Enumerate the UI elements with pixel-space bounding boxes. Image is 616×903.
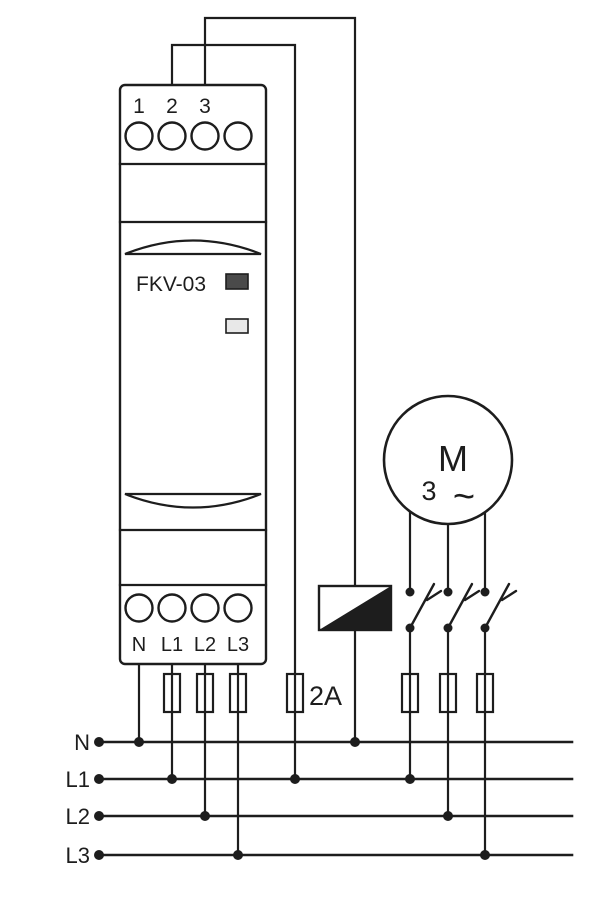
terminal-label-l2: L2 [194, 634, 216, 656]
contactor-contacts [405, 582, 518, 633]
bus-lines [97, 740, 574, 857]
terminal-label-1: 1 [133, 95, 145, 118]
terminal-label-2: 2 [166, 95, 178, 118]
fuse-module-l2 [195, 672, 215, 714]
fuse-2a-label: 2A [309, 681, 342, 711]
junction-dot [405, 774, 415, 784]
module-face-curve-top [124, 239, 262, 256]
contact-blade [408, 582, 436, 630]
supply-wires [137, 662, 240, 857]
junction-dot [94, 811, 104, 821]
junction-dot [94, 737, 104, 747]
contact-point [480, 587, 490, 597]
status-led-lower [225, 318, 249, 334]
status-led-upper [225, 273, 249, 290]
fuse-motor-l2 [438, 672, 458, 714]
motor-ac-symbol: ~ [453, 476, 475, 518]
contact-l2 [443, 582, 481, 633]
module-body [118, 83, 268, 666]
motor-circle [382, 394, 514, 526]
contact-linkage-tick [500, 589, 518, 602]
contact-linkage-tick [463, 589, 481, 602]
terminal-circle-3 [190, 121, 220, 151]
contact-blade [446, 582, 474, 630]
contact-point [443, 623, 453, 633]
fuse-motor-l3 [475, 672, 495, 714]
terminal-label-l1: L1 [161, 634, 183, 656]
device-model-label: FKV-03 [136, 273, 206, 296]
motor-letter: M [438, 438, 468, 479]
terminal-label-l3: L3 [227, 634, 249, 656]
terminal-circle-l3 [223, 593, 253, 623]
junction-dot [94, 774, 104, 784]
fuse-control-2a [285, 672, 305, 714]
junction-dot [134, 737, 144, 747]
junction-dot [167, 774, 177, 784]
contact-linkage-tick [425, 589, 443, 602]
terminal-circle-n [124, 593, 154, 623]
contact-blade [483, 582, 511, 630]
fuse-module-l3 [228, 672, 248, 714]
terminal-label-n: N [132, 634, 146, 656]
motor-phase-count: 3 [421, 476, 436, 506]
bus-label-l1: L1 [66, 767, 90, 792]
junction-dot [200, 811, 210, 821]
contact-point [480, 623, 490, 633]
contact-point [443, 587, 453, 597]
bus-label-l3: L3 [66, 843, 90, 868]
terminal-label-3: 3 [199, 95, 211, 118]
junction-dots [94, 737, 490, 860]
terminal-circle-1 [124, 121, 154, 151]
terminal-circle-l2 [190, 593, 220, 623]
motor: M 3 ~ [382, 394, 514, 526]
junction-dot [290, 774, 300, 784]
fuses [162, 672, 495, 714]
junction-dot [94, 850, 104, 860]
contact-l3 [480, 582, 518, 633]
control-wires [170, 16, 357, 781]
relay-module: 1 2 3 FKV-03 N L1 L2 L3 [118, 83, 268, 666]
bus-label-n: N [74, 730, 90, 755]
fuse-module-l1 [162, 672, 182, 714]
contactor-coil [317, 584, 393, 632]
fuse-motor-l1 [400, 672, 420, 714]
terminal-circle-4 [223, 121, 253, 151]
terminal-circle-l1 [157, 593, 187, 623]
coil-triangle [319, 586, 391, 630]
module-face-curve-bottom [124, 492, 262, 509]
junction-dot [443, 811, 453, 821]
junction-dot [350, 737, 360, 747]
contact-point [405, 587, 415, 597]
diagram-root: 1 2 3 FKV-03 N L1 L2 L3 M 3 ~ [66, 16, 574, 868]
terminal-circle-2 [157, 121, 187, 151]
wire-terminal3-to-coil-to-n-bus [203, 16, 357, 744]
junction-dot [233, 850, 243, 860]
bus-labels: N L1 L2 L3 [66, 730, 90, 868]
wire-terminal2-to-l1-bus [170, 43, 297, 781]
motor-wires [408, 510, 487, 857]
bus-label-l2: L2 [66, 804, 90, 829]
contact-point [405, 623, 415, 633]
contact-l1 [405, 582, 443, 633]
junction-dot [480, 850, 490, 860]
